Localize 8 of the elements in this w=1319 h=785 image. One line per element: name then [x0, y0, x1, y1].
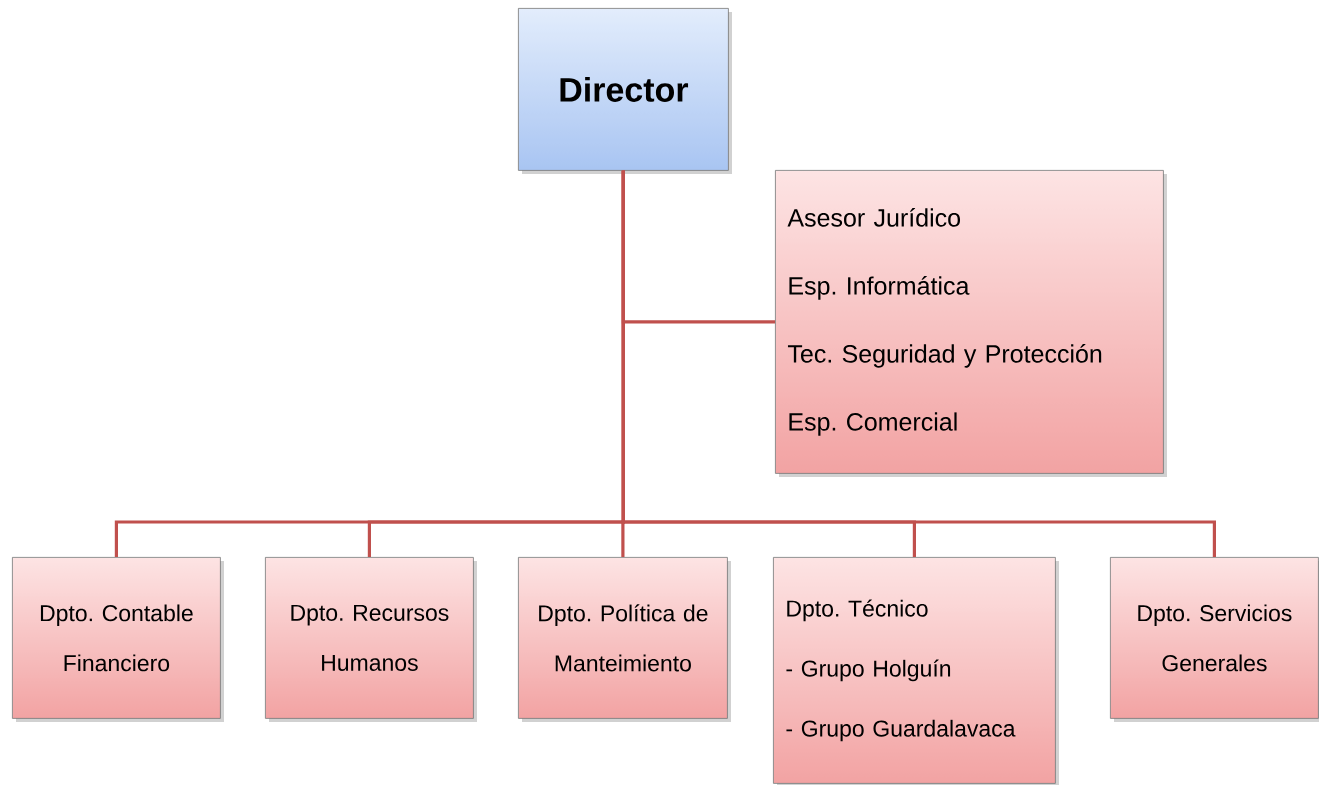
department-box: Dpto. Política de Manteimiento	[518, 557, 728, 719]
department-box: Dpto. Técnico - Grupo Holguín - Grupo Guardalavaca	[773, 557, 1056, 784]
connector-line	[621, 170, 1216, 557]
staff-box: Asesor Jurídico Esp. Informática Tec. Seguridad y Protección Esp. Comercial	[775, 170, 1164, 474]
department-box: Dpto. Recursos Humanos	[265, 557, 474, 719]
department-box: Dpto. Servicios Generales	[1110, 557, 1319, 719]
department-box: Dpto. Contable Financiero	[12, 557, 221, 719]
director-box: Director	[518, 8, 729, 171]
